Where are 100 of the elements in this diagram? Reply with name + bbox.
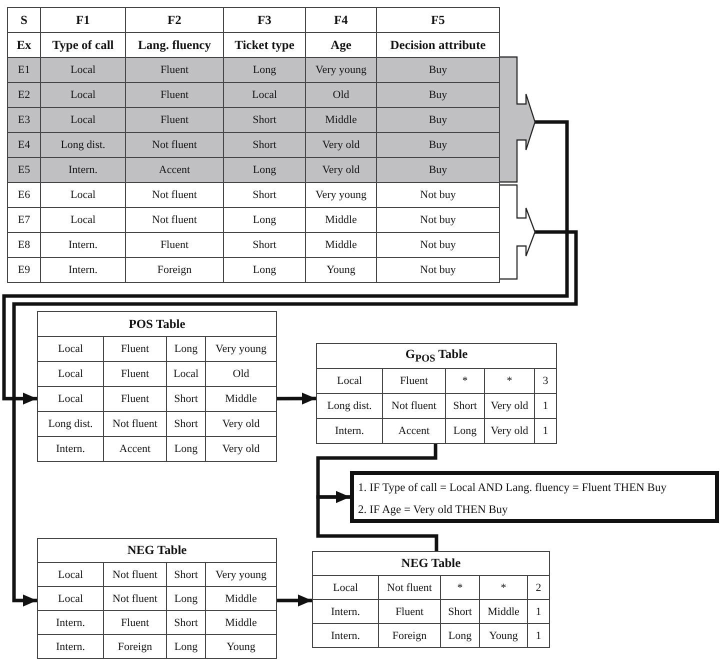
table-cell: Accent: [104, 436, 166, 462]
table-cell: Intern.: [40, 158, 126, 182]
table-cell: Long: [166, 634, 206, 658]
table-cell: Very old: [306, 158, 376, 182]
table-cell: Intern.: [38, 634, 104, 658]
table-cell: Long: [166, 436, 206, 462]
table-title: NEG Table: [312, 552, 550, 576]
table-cell: 1: [534, 418, 557, 444]
table-cell: Not fluent: [382, 394, 446, 418]
table-cell: Local: [38, 386, 104, 412]
table-cell: Middle: [306, 108, 376, 132]
table-cell: Not fluent: [126, 182, 224, 208]
table-cell: Very young: [306, 182, 376, 208]
table-cell: Long: [224, 158, 306, 182]
table-cell: E2: [8, 82, 40, 108]
column-header: F5: [376, 8, 500, 32]
table-cell: Buy: [376, 82, 500, 108]
table-cell: E4: [8, 132, 40, 158]
bracket-arrow: [499, 184, 536, 280]
table-cell: Intern.: [312, 624, 378, 648]
table-cell: Long: [224, 258, 306, 282]
table-cell: Middle: [306, 208, 376, 232]
arrow: [277, 392, 316, 405]
table-cell: E8: [8, 232, 40, 258]
table-cell: Very old: [306, 132, 376, 158]
table-cell: Local: [38, 562, 104, 586]
table-cell: Fluent: [382, 368, 446, 394]
table-cell: Fluent: [104, 610, 166, 634]
column-header: F4: [306, 8, 376, 32]
table-cell: Buy: [376, 132, 500, 158]
table-cell: Young: [480, 624, 528, 648]
table-cell: Fluent: [104, 386, 166, 412]
table-cell: Long: [446, 418, 484, 444]
table-cell: Local: [40, 208, 126, 232]
table-cell: Buy: [376, 108, 500, 132]
table-cell: Fluent: [126, 108, 224, 132]
table-cell: Intern.: [38, 436, 104, 462]
table-cell: Short: [224, 182, 306, 208]
table-cell: Very old: [484, 394, 534, 418]
table-cell: Local: [166, 362, 206, 386]
table-cell: Accent: [382, 418, 446, 444]
rule-text: 1. IF Type of call = Local AND Lang. fluency = Fluent THEN Buy: [358, 481, 668, 496]
table-cell: Middle: [206, 386, 276, 412]
table-title: G$_{POS}$ Table: [316, 344, 557, 368]
table-cell: Old: [206, 362, 276, 386]
table-cell: Long dist.: [40, 132, 126, 158]
table-cell: Intern.: [38, 610, 104, 634]
table-cell: Buy: [376, 158, 500, 182]
table-cell: Local: [38, 586, 104, 610]
table-cell: 1: [534, 394, 557, 418]
table-cell: Very old: [206, 412, 276, 436]
table-cell: E9: [8, 258, 40, 282]
column-header: F2: [126, 8, 224, 32]
table-cell: Long: [166, 336, 206, 362]
table-cell: Accent: [126, 158, 224, 182]
table-cell: Young: [206, 634, 277, 658]
table-cell: Buy: [376, 58, 500, 82]
table-cell: Fluent: [104, 336, 166, 362]
table-cell: Not fluent: [104, 562, 166, 586]
table-cell: Young: [306, 258, 376, 282]
table-cell: Long dist.: [38, 412, 104, 436]
table-cell: Not fluent: [126, 132, 224, 158]
table-cell: Local: [38, 336, 104, 362]
table-cell: Intern.: [312, 600, 378, 624]
table-cell: Foreign: [378, 624, 440, 648]
table-cell: Fluent: [126, 58, 224, 82]
table-cell: Not fluent: [378, 576, 440, 600]
table-cell: E7: [8, 208, 40, 232]
table-cell: Short: [166, 412, 206, 436]
table-cell: *: [480, 576, 528, 600]
table-cell: Not fluent: [104, 412, 166, 436]
data-table: [37, 311, 277, 462]
table-cell: Long: [224, 208, 306, 232]
table-cell: Short: [440, 600, 480, 624]
rule-text: 2. IF Age = Very old THEN Buy: [358, 503, 509, 518]
table-cell: Short: [166, 386, 206, 412]
table-cell: Middle: [480, 600, 528, 624]
table-cell: Intern.: [316, 418, 382, 444]
bracket-arrow: [499, 56, 536, 183]
table-cell: E3: [8, 108, 40, 132]
table-cell: *: [484, 368, 534, 394]
arrow: [277, 594, 312, 606]
table-cell: Local: [312, 576, 378, 600]
arrow: [2, 120, 569, 405]
table-cell: Not buy: [376, 208, 500, 232]
table-cell: Short: [224, 132, 306, 158]
table-cell: Intern.: [40, 232, 126, 258]
table-cell: Long: [440, 624, 480, 648]
table-cell: Not buy: [376, 232, 500, 258]
table-cell: Middle: [206, 610, 277, 634]
table-cell: Fluent: [378, 600, 440, 624]
table-cell: Very young: [206, 562, 277, 586]
table-cell: Fluent: [104, 362, 166, 386]
table-cell: Very young: [306, 58, 376, 82]
arrow: [12, 230, 578, 607]
column-header: F1: [40, 8, 126, 32]
table-cell: Middle: [306, 232, 376, 258]
data-table: [316, 343, 558, 444]
table-cell: 1: [528, 624, 550, 648]
table-cell: Local: [40, 58, 126, 82]
